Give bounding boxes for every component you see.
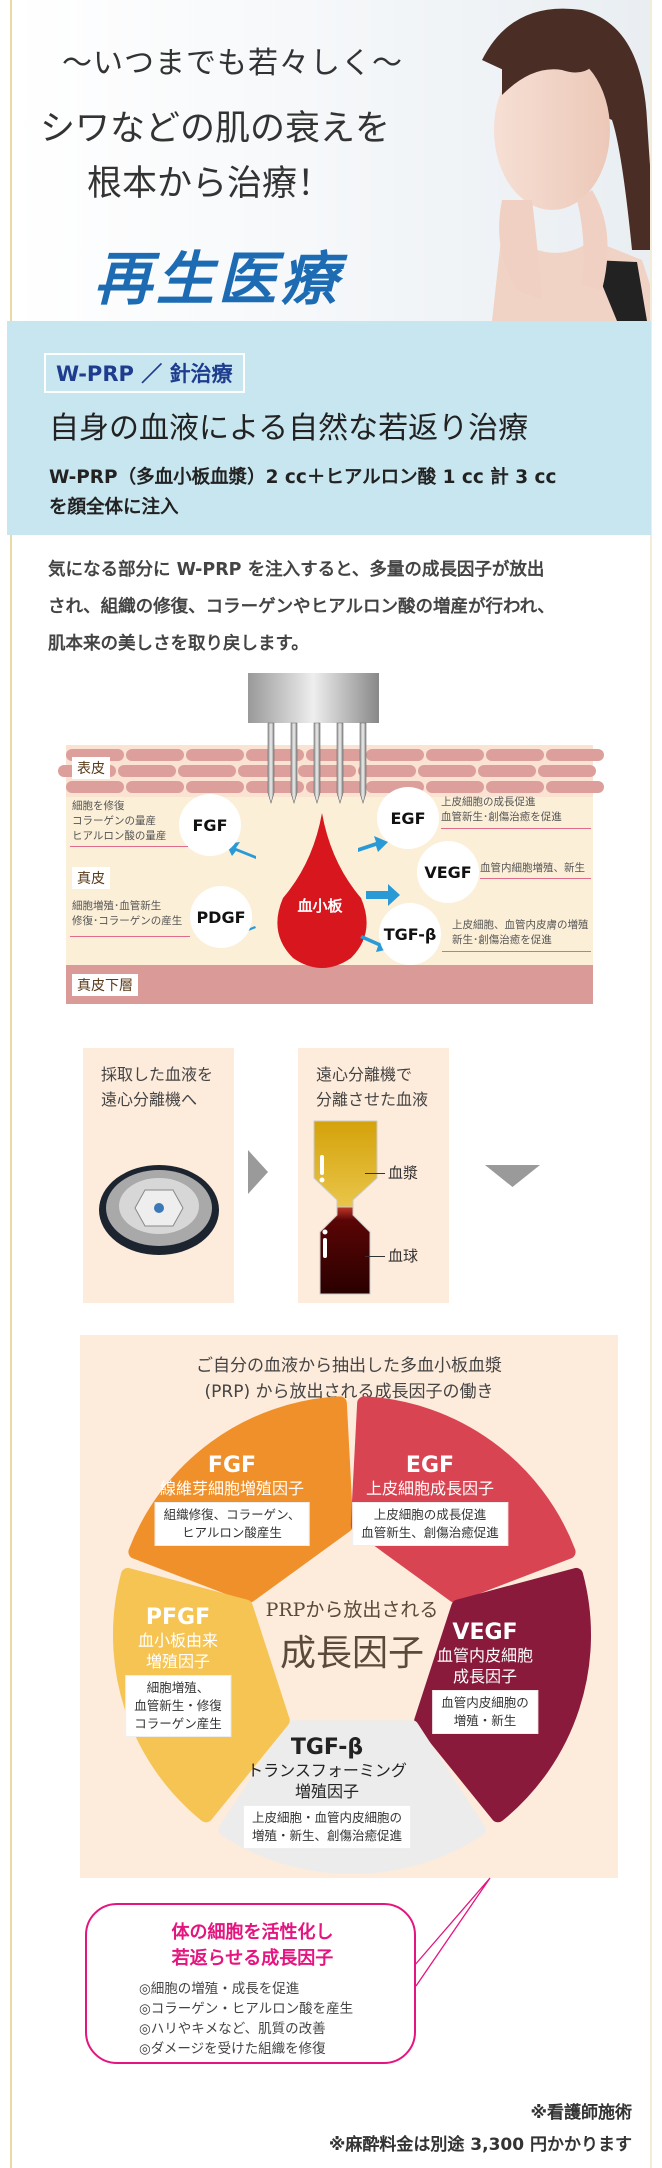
list-item: ◎ハリやキメなど、肌質の改善: [139, 2021, 326, 2037]
treatment-title: 自身の血液による自然な若返り治療: [49, 411, 529, 446]
arrow-down-icon: [485, 1165, 540, 1187]
skin-cell: [178, 765, 236, 777]
treatment-box: W-PRP ／ 針治療 自身の血液による自然な若返り治療 W-PRP（多血小板血…: [7, 321, 651, 535]
woman-photo: [482, 8, 650, 321]
description: 気になる部分に W-PRP を注入すると、多量の成長因子が放出 され、組織の修復…: [48, 552, 628, 663]
pdgf-description: 細胞増殖･血管新生修復･コラーゲンの産生: [72, 900, 183, 927]
skin-cell: [366, 749, 424, 761]
leader-line: [70, 846, 188, 847]
vegf-description: 血管内細胞増殖、新生: [480, 862, 585, 874]
blood-cells-label: 血球: [388, 1247, 419, 1265]
wheel-center-label: PRPから放出される 成長因子: [265, 1599, 439, 1674]
skin-cell: [306, 781, 364, 793]
skin-cell: [486, 749, 544, 761]
subdermis-layer: [66, 965, 593, 1004]
arrow-right-icon: [248, 1150, 268, 1194]
callout-box: 体の細胞を活性化し若返らせる成長因子 ◎細胞の増殖・成長を促進 ◎コラーゲン・ヒ…: [85, 1903, 416, 2064]
platelet-label: 血小板: [297, 897, 343, 915]
skin-diagram: 表皮 真皮 真皮下層 血小板 FGF EGF VEGF PDGF TGF-β 細…: [58, 673, 604, 1004]
list-item: ◎ダメージを受けた組織を修復: [139, 2041, 326, 2057]
skin-cell: [126, 749, 184, 761]
wheel-segment-fgf: [128, 1396, 354, 1603]
hero-headline-1: シワなどの肌の衰えを: [40, 109, 391, 149]
factor-vegf: VEGF: [417, 841, 479, 903]
egf-description: 上皮細胞の成長促進血管新生･創傷治癒を促進: [441, 796, 562, 823]
plasma-label: 血漿: [388, 1164, 419, 1182]
factor-pdgf: PDGF: [190, 886, 252, 948]
callout-list: ◎細胞の増殖・成長を促進 ◎コラーゲン・ヒアルロン酸を産生 ◎ハリやキメなど、肌…: [139, 1979, 353, 2059]
step-separated-blood: 遠心分離機で分離させた血液 血漿 血球: [298, 1048, 449, 1303]
needles-icon: [267, 722, 367, 805]
epidermis-label: 表皮: [72, 757, 110, 779]
list-item: ◎コラーゲン・ヒアルロン酸を産生: [139, 2001, 354, 2017]
epidermis-layer: [58, 745, 604, 797]
leader-line: [480, 878, 591, 879]
skin-cell: [186, 749, 244, 761]
description-line: され、組織の修復、コラーゲンやヒアルロン酸の増産が行われ、: [48, 597, 555, 617]
platelet-drop-icon: [277, 813, 367, 968]
skin-cell: [246, 781, 304, 793]
step-centrifuge: 採取した血液を遠心分離機へ: [83, 1048, 234, 1303]
skin-cell: [66, 781, 124, 793]
growth-panel-title: ご自分の血液から抽出した多血小板血漿(PRP) から放出される成長因子の働き: [196, 1356, 502, 1402]
skin-cell: [186, 781, 244, 793]
leader-line: [365, 1256, 385, 1257]
hero-banner: 〜いつまでも若々しく〜 シワなどの肌の衰えを 根本から治療！ 再生医療: [12, 0, 650, 321]
skin-cell: [478, 765, 536, 777]
hero-title: 再生医療: [94, 245, 343, 313]
skin-cell: [358, 765, 416, 777]
treatment-tag: W-PRP ／ 針治療: [44, 353, 245, 393]
skin-cell: [538, 765, 596, 777]
skin-cell: [486, 781, 544, 793]
factor-fgf: FGF: [179, 794, 241, 856]
note-nurse: ※看護師施術: [530, 2103, 632, 2123]
note-anesthesia-fee: ※麻酔料金は別途 3,300 円かかります: [328, 2135, 632, 2155]
leader-line: [442, 951, 591, 952]
hero-headline-2: 根本から治療！: [87, 164, 333, 204]
skin-cell: [546, 749, 604, 761]
skin-cell: [426, 781, 484, 793]
factor-egf: EGF: [377, 787, 439, 849]
tgf-description: 上皮細胞、血管内皮膚の増殖新生･創傷治癒を促進: [452, 919, 589, 946]
skin-cell: [426, 749, 484, 761]
treatment-sub-line: W-PRP（多血小板血漿）2 cc＋ヒアルロン酸 1 cc 計 3 cc: [49, 467, 557, 488]
callout-pointer: [413, 1877, 491, 1987]
blood-tube-graphic: [313, 1120, 378, 1295]
treatment-subtitle: W-PRP（多血小板血漿）2 cc＋ヒアルロン酸 1 cc 計 3 cc を顔全…: [49, 463, 557, 523]
leader-line: [365, 1173, 385, 1174]
subdermis-label: 真皮下層: [72, 974, 138, 996]
leader-line: [441, 828, 591, 829]
callout-title: 体の細胞を活性化し若返らせる成長因子: [171, 1922, 334, 1969]
skin-cell: [546, 781, 604, 793]
growth-factor-panel: ご自分の血液から抽出した多血小板血漿(PRP) から放出される成長因子の働き P…: [80, 1335, 618, 1878]
skin-cell: [246, 749, 304, 761]
treatment-sub-line: を顔全体に注入: [49, 497, 179, 518]
description-line: 気になる部分に W-PRP を注入すると、多量の成長因子が放出: [48, 560, 545, 580]
page-frame: [10, 0, 652, 2168]
fgf-description: 細胞を修復コラーゲンの量産ヒアルロン酸の量産: [72, 800, 167, 842]
skin-cell: [306, 749, 364, 761]
factor-tgf-beta: TGF-β: [379, 903, 441, 965]
hero-tagline: 〜いつまでも若々しく〜: [62, 46, 403, 81]
centrifuge-photo: [99, 1165, 219, 1255]
dermis-label: 真皮: [72, 867, 110, 889]
list-item: ◎細胞の増殖・成長を促進: [139, 1981, 300, 1997]
skin-cell: [238, 765, 296, 777]
skin-cell: [118, 765, 176, 777]
wheel-segment-egf: [350, 1396, 576, 1603]
description-line: 肌本来の美しさを取り戻します。: [48, 634, 309, 654]
skin-cell: [418, 765, 476, 777]
microneedle-device-icon: [248, 673, 379, 723]
skin-cell: [126, 781, 184, 793]
leader-line: [70, 936, 190, 937]
